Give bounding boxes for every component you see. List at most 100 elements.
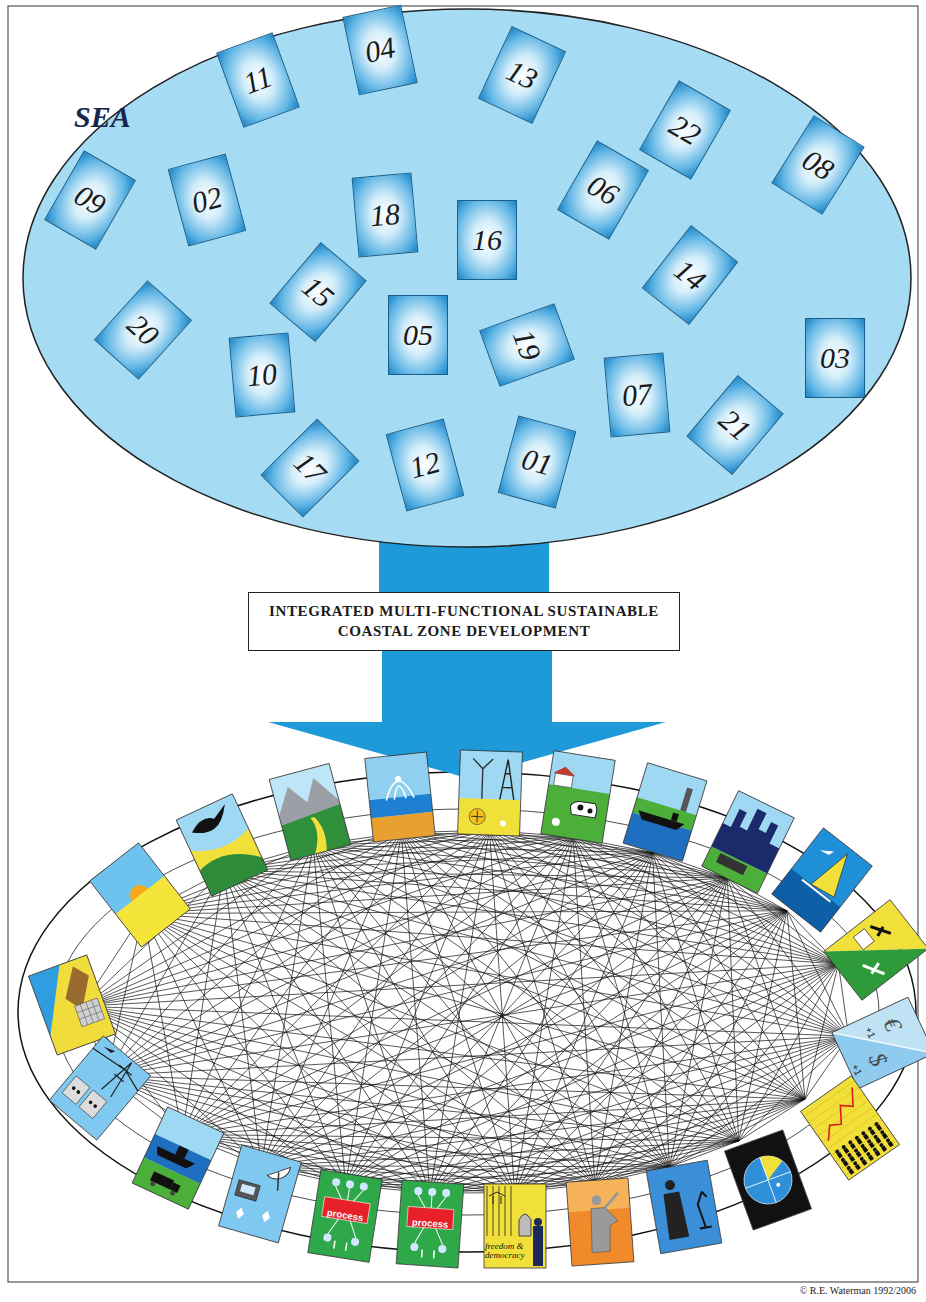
illustration-part: [149, 1180, 156, 1187]
callout-number: 05: [403, 318, 433, 352]
illustration-part: [175, 1145, 188, 1158]
callout-number: 07: [621, 377, 654, 413]
illustration-part: [90, 843, 191, 947]
callout-number: 10: [246, 357, 279, 393]
increment-label: +1: [863, 1025, 878, 1040]
function-icon: [90, 843, 191, 947]
illustration-part: [662, 1191, 690, 1240]
interaction-line: [106, 911, 787, 1076]
function-icon: [49, 1036, 150, 1140]
numbered-card: 07: [604, 353, 671, 438]
illustration-part: [725, 1130, 812, 1230]
numbered-card: 13: [478, 26, 566, 124]
illustration-part: [841, 1133, 892, 1169]
illustration-part: [876, 1125, 882, 1131]
illustration-part: [646, 1160, 722, 1253]
interaction-line: [182, 1036, 848, 1134]
illustration-part: [725, 1130, 812, 1230]
illustration-part: [725, 1130, 812, 1230]
function-icon: [772, 828, 873, 932]
illustration-part: [365, 752, 435, 842]
currency-symbol: €: [877, 1013, 907, 1035]
illustration-part: [824, 900, 926, 1001]
illustration-part: [438, 1245, 447, 1254]
function-icon: [646, 1160, 722, 1253]
illustration-part: [855, 1164, 861, 1170]
ellipse-outline: [22, 8, 912, 548]
process-label: process: [412, 1216, 449, 1230]
callout-number: 15: [296, 269, 341, 314]
illustration-part: [604, 1193, 619, 1208]
callout-number: 16: [472, 223, 502, 257]
illustration-part: [90, 843, 191, 947]
illustration-part: [90, 843, 191, 947]
interaction-line: [430, 964, 839, 1193]
illustration-part: [219, 1145, 302, 1243]
illustration-part: [280, 804, 351, 861]
interaction-line: [489, 830, 848, 1036]
function-icon: [269, 763, 351, 860]
illustration-part: [801, 1076, 900, 1180]
illustration-part: [832, 997, 926, 1089]
function-icon: [176, 794, 268, 896]
illustration-part: [500, 820, 506, 826]
illustration-part: [862, 1147, 868, 1153]
illustration-part: [458, 798, 521, 836]
illustration-part: [428, 1188, 437, 1197]
illustration-part: [235, 1180, 261, 1201]
illustration-part: [664, 1179, 676, 1191]
illustration-part: [702, 791, 795, 894]
interaction-line: [261, 1166, 594, 1184]
callout-number: 09: [69, 178, 112, 222]
callout-number: 08: [796, 143, 839, 188]
numbered-card: 17: [261, 419, 360, 518]
illustration-part: [694, 1191, 712, 1229]
illustration-part: [869, 1129, 875, 1135]
illustration-part: [716, 853, 747, 875]
function-icon: [484, 1184, 546, 1268]
illustration-part: [587, 808, 593, 814]
illustration-part: [458, 750, 523, 836]
illustration-part: [702, 791, 795, 894]
illustration-part: [371, 812, 435, 842]
interaction-line: [106, 1076, 805, 1100]
illustration-part: [566, 1178, 634, 1266]
box-title: INTEGRATED MULTI-FUNCTIONAL SUSTAINABLE …: [261, 602, 667, 641]
illustration-part: [868, 1155, 874, 1161]
interaction-line: [595, 964, 839, 1184]
numbered-card: 11: [216, 32, 300, 128]
numbered-card: 05: [388, 295, 448, 375]
illustration-part: [566, 1178, 634, 1266]
illustration-part: [680, 787, 693, 812]
illustration-part: [75, 998, 105, 1027]
illustration-part: [591, 1195, 602, 1206]
illustration-part: [365, 752, 435, 842]
function-icon: [566, 1178, 634, 1266]
illustration-part: [396, 1180, 464, 1268]
interaction-line: [787, 911, 805, 1099]
illustration-part: [88, 1100, 93, 1105]
illustration-part: [103, 1043, 115, 1054]
callout-number: 14: [668, 252, 713, 297]
illustration-part: [132, 1107, 224, 1209]
illustration-part: [116, 876, 191, 947]
illustration-part: [845, 1140, 896, 1176]
interaction-line: [143, 913, 838, 964]
numbered-card: 02: [168, 154, 247, 247]
interaction-line: [515, 853, 653, 1193]
illustration-part: [811, 1087, 869, 1140]
illustration-part: [875, 1137, 881, 1143]
illustration-part: [384, 780, 414, 801]
illustration-part: [176, 794, 268, 896]
illustration-part: [772, 828, 873, 932]
illustration-part: [219, 1145, 302, 1243]
process-label: process: [326, 1207, 364, 1224]
function-icon: [801, 1076, 900, 1180]
illustration-part: [274, 1172, 283, 1190]
illustration-part: [874, 1150, 880, 1156]
copyright-note: © R.E. Waterman 1992/2006: [800, 1285, 916, 1296]
illustration-part: [519, 1214, 531, 1236]
interaction-line: [430, 1167, 670, 1193]
illustration-part: [500, 759, 515, 799]
